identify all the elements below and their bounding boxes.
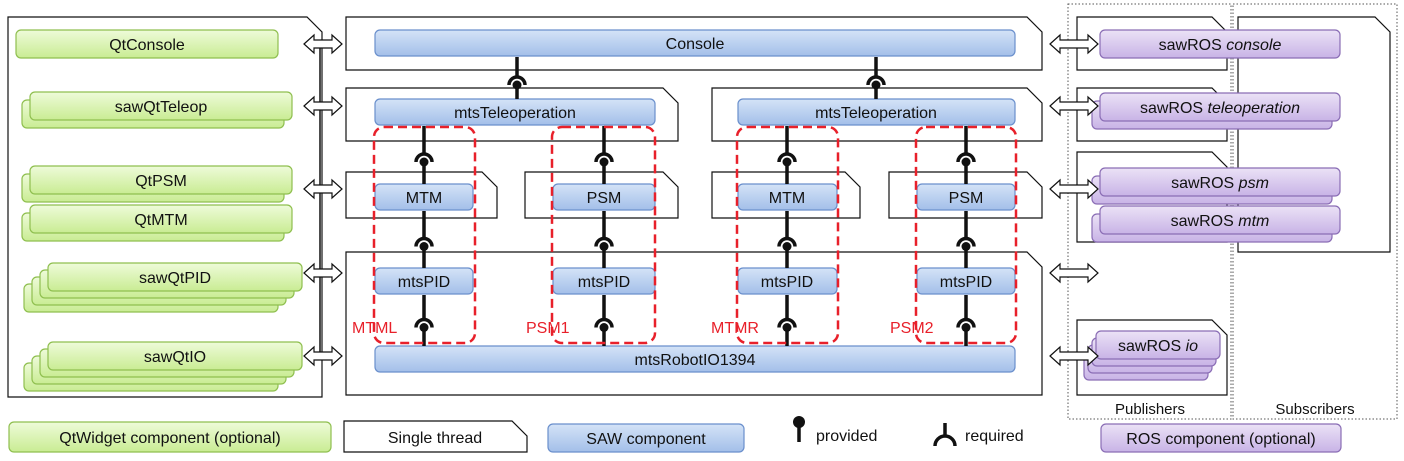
interface-connector bbox=[956, 295, 976, 346]
legend-ros-swatch bbox=[1100, 423, 1342, 453]
ros-prefix: sawROS bbox=[1140, 100, 1203, 117]
ros-label-io: sawROS io bbox=[1118, 338, 1198, 355]
interface-connector bbox=[414, 295, 434, 346]
interface-connector bbox=[777, 211, 797, 268]
saw-label-arm-3: MTM bbox=[769, 190, 805, 207]
bidirectional-arrow bbox=[303, 95, 343, 117]
group-label-mtml: MTML bbox=[352, 320, 397, 337]
interface-connector bbox=[956, 211, 976, 268]
legend-qt-swatch bbox=[8, 421, 332, 453]
required-icon bbox=[933, 423, 957, 447]
ros-name: io bbox=[1186, 338, 1199, 355]
legend-required-label: required bbox=[965, 428, 1024, 445]
ros-box-console bbox=[1099, 29, 1341, 59]
publishers-label: Publishers bbox=[1115, 401, 1185, 418]
ros-prefix: sawROS bbox=[1118, 338, 1181, 355]
ros-box-mtm bbox=[1099, 205, 1341, 235]
qt-box-sawqtteleop bbox=[29, 91, 293, 121]
saw-label-pid-3: mtsPID bbox=[761, 274, 813, 291]
qt-box-qtpsm bbox=[29, 165, 293, 195]
ros-name: mtm bbox=[1238, 213, 1269, 230]
ros-box-psm bbox=[1099, 167, 1341, 197]
group-outline-psm1 bbox=[550, 125, 657, 345]
qt-label-qtmtm: QtMTM bbox=[134, 212, 187, 229]
saw-label-pid-2: mtsPID bbox=[578, 274, 630, 291]
ros-label-console: sawROS console bbox=[1159, 37, 1282, 54]
interface-connector bbox=[594, 126, 614, 184]
ros-box-io bbox=[1095, 330, 1221, 360]
subscribers-label: Subscribers bbox=[1275, 401, 1354, 418]
qt-widgets: QtConsole sawQtTeleop QtPSM QtMTM sawQtP… bbox=[15, 29, 303, 392]
saw-label-arm-4: PSM bbox=[949, 190, 984, 207]
interface-connector bbox=[777, 126, 797, 184]
ros-prefix: sawROS bbox=[1159, 37, 1222, 54]
legend-saw-label: SAW component bbox=[586, 431, 706, 448]
ros-label-mtm: sawROS mtm bbox=[1171, 213, 1270, 230]
qt-label-sawqtio: sawQtIO bbox=[144, 349, 206, 366]
interface-connector bbox=[594, 211, 614, 268]
bidirectional-arrow bbox=[303, 345, 343, 367]
bidirectional-arrow bbox=[303, 33, 343, 55]
group-label-psm2: PSM2 bbox=[890, 320, 934, 337]
saw-label-pid-4: mtsPID bbox=[940, 274, 992, 291]
qt-label-qtconsole: QtConsole bbox=[109, 37, 185, 54]
bidirectional-arrow bbox=[1049, 345, 1099, 367]
ros-components: sawROS console sawROS teleoperation sawR… bbox=[1083, 29, 1341, 381]
qt-box-qtmtm bbox=[29, 204, 293, 234]
bidirectional-arrow bbox=[303, 178, 343, 200]
qt-box-qtconsole bbox=[15, 29, 279, 59]
bidirectional-arrow bbox=[1049, 178, 1099, 200]
saw-label-arm-2: PSM bbox=[587, 190, 622, 207]
legend-saw-swatch bbox=[547, 423, 745, 453]
interface-connector bbox=[956, 126, 976, 184]
ros-prefix: sawROS bbox=[1171, 175, 1234, 192]
ros-label-teleoperation: sawROS teleoperation bbox=[1140, 100, 1300, 117]
qt-label-qtpsm: QtPSM bbox=[135, 173, 187, 190]
bidirectional-arrow bbox=[303, 262, 343, 284]
saw-label-console: Console bbox=[666, 36, 725, 53]
ros-label-psm: sawROS psm bbox=[1171, 175, 1269, 192]
interface-connector bbox=[507, 57, 527, 99]
bidirectional-arrow bbox=[1049, 33, 1099, 55]
bidirectional-arrow bbox=[1049, 95, 1099, 117]
qt-label-sawqtpid: sawQtPID bbox=[139, 270, 211, 287]
saw-label-arm-1: MTM bbox=[406, 190, 442, 207]
publishers-column bbox=[1067, 3, 1232, 420]
qt-box-sawqtio bbox=[47, 341, 303, 371]
ros-name: teleoperation bbox=[1208, 100, 1301, 117]
qt-label-sawqtteleop: sawQtTeleop bbox=[115, 99, 208, 116]
group-label-mtmr: MTMR bbox=[711, 320, 759, 337]
saw-box-teleop-1 bbox=[374, 98, 656, 126]
ros-prefix: sawROS bbox=[1171, 213, 1234, 230]
provided-icon bbox=[793, 416, 805, 442]
saw-label-teleop-1: mtsTeleoperation bbox=[454, 105, 576, 122]
legend-qt-label: QtWidget component (optional) bbox=[59, 430, 280, 447]
qt-box-sawqtpid bbox=[47, 262, 303, 292]
legend-thread-swatch bbox=[343, 420, 528, 453]
saw-components: Console mtsTeleoperation mtsTeleoperatio… bbox=[374, 29, 1016, 373]
saw-box-io bbox=[374, 345, 1016, 373]
ros-name: console bbox=[1226, 37, 1281, 54]
legend-provided-label: provided bbox=[816, 428, 877, 445]
interface-connectors bbox=[414, 57, 976, 346]
interface-connector bbox=[866, 57, 886, 99]
subscribers-column bbox=[1232, 3, 1398, 420]
saw-label-pid-1: mtsPID bbox=[398, 274, 450, 291]
legend-thread-label: Single thread bbox=[388, 430, 482, 447]
interface-connector bbox=[414, 211, 434, 268]
arm-groups: MTML PSM1 MTMR PSM2 bbox=[352, 125, 1018, 345]
saw-label-io: mtsRobotIO1394 bbox=[635, 352, 756, 369]
saw-label-teleop-2: mtsTeleoperation bbox=[815, 105, 937, 122]
bidirectional-arrow bbox=[1049, 262, 1099, 284]
interface-connector bbox=[777, 295, 797, 346]
legend: QtWidget component (optional) Single thr… bbox=[8, 416, 1342, 453]
legend-ros-label: ROS component (optional) bbox=[1126, 431, 1315, 448]
group-label-psm1: PSM1 bbox=[526, 320, 570, 337]
interface-connector bbox=[414, 126, 434, 184]
ros-name: psm bbox=[1238, 175, 1269, 192]
bidirectional-arrows bbox=[303, 33, 1099, 367]
ros-box-teleoperation bbox=[1099, 92, 1341, 122]
saw-box-console bbox=[374, 29, 1016, 57]
